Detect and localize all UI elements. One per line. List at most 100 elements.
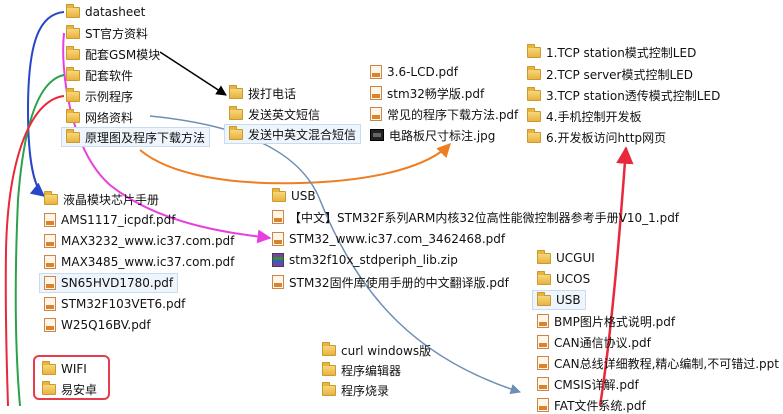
- pdf-file-icon: [537, 335, 549, 349]
- folder-icon: [44, 191, 58, 205]
- file-label: STM32固件库使用手册的中文翻译版.pdf: [289, 275, 509, 290]
- folder-icon: [537, 250, 551, 264]
- folder-gsm-module[interactable]: 配套GSM模块: [66, 45, 160, 63]
- file-max3232[interactable]: MAX3232_www.ic37.com.pdf: [44, 232, 234, 250]
- file-label: stm32畅学版.pdf: [387, 86, 485, 101]
- folder-datasheet[interactable]: datasheet: [66, 3, 145, 21]
- file-firmware-manual[interactable]: STM32固件库使用手册的中文翻译版.pdf: [272, 273, 509, 291]
- folder-icon: [66, 67, 80, 81]
- folder-usb-st[interactable]: USB: [272, 187, 316, 205]
- image-file-icon: [370, 129, 384, 141]
- folder-label: curl windows版: [341, 343, 432, 358]
- pdf-file-icon: [537, 314, 549, 328]
- folder-examples[interactable]: 示例程序: [66, 87, 133, 105]
- folder-label: USB: [291, 189, 316, 203]
- folder-wifi[interactable]: WIFI: [42, 360, 87, 378]
- pdf-file-icon: [370, 65, 382, 79]
- folder-st-official[interactable]: ST官方资料: [66, 24, 148, 42]
- file-stm32f103vet6[interactable]: STM32F103VET6.pdf: [44, 295, 185, 313]
- pdf-file-icon: [272, 275, 284, 289]
- folder-label: 2.TCP server模式控制LED: [546, 67, 694, 82]
- folder-label: 发送英文短信: [248, 107, 321, 122]
- folder-send-en-sms[interactable]: 发送英文短信: [229, 105, 320, 123]
- folder-label: 3.TCP station透传模式控制LED: [546, 88, 721, 103]
- folder-ucos[interactable]: UCOS: [537, 270, 590, 288]
- file-can-protocol[interactable]: CAN通信协议.pdf: [537, 333, 651, 351]
- file-sn65hvd1780[interactable]: SN65HVD1780.pdf: [38, 273, 179, 293]
- pdf-file-icon: [370, 86, 382, 100]
- folder-lcd-chips[interactable]: 液晶模块芯片手册: [44, 190, 159, 208]
- folder-http-access[interactable]: 6.开发板访问http网页: [527, 128, 666, 146]
- folder-label: 网络资料: [85, 110, 134, 125]
- file-lcd-pdf[interactable]: 3.6-LCD.pdf: [370, 63, 458, 81]
- folder-tcp-station[interactable]: 1.TCP station模式控制LED: [527, 43, 696, 61]
- folder-icon: [527, 87, 541, 101]
- file-board-jpg[interactable]: 电路板尺寸标注.jpg: [370, 126, 495, 144]
- file-w25q16bv[interactable]: W25Q16BV.pdf: [44, 316, 151, 334]
- folder-label: 发送中英文混合短信: [248, 127, 357, 142]
- file-stm32-ic37[interactable]: STM32_www.ic37.com_3462468.pdf: [272, 230, 505, 248]
- file-cmsis[interactable]: CMSIS详解.pdf: [537, 375, 639, 393]
- arrow-schematic: [139, 142, 451, 185]
- folder-label: 液晶模块芯片手册: [63, 192, 160, 207]
- folder-icon: [66, 4, 80, 18]
- folder-curl[interactable]: curl windows版: [322, 341, 431, 359]
- file-label: 【中文】STM32F系列ARM内核32位高性能微控制器参考手册V10_1.pdf: [289, 210, 680, 225]
- folder-send-mixed-sms[interactable]: 发送中英文混合短信: [223, 124, 362, 144]
- pdf-file-icon: [370, 107, 382, 121]
- file-fat[interactable]: FAT文件系统.pdf: [537, 396, 646, 414]
- folder-label: 程序烧录: [341, 383, 390, 398]
- file-label: CAN总线详细教程,精心编制,不可错过.ppt: [554, 356, 779, 371]
- folder-easy-android[interactable]: 易安卓: [42, 380, 97, 398]
- file-ref-manual[interactable]: 【中文】STM32F系列ARM内核32位高性能微控制器参考手册V10_1.pdf: [272, 208, 679, 226]
- folder-icon: [322, 342, 336, 356]
- folder-phone-control[interactable]: 4.手机控制开发板: [527, 107, 641, 125]
- folder-icon: [66, 88, 80, 102]
- folder-ucgui[interactable]: UCGUI: [537, 249, 595, 267]
- file-max3485[interactable]: MAX3485_www.ic37.com.pdf: [44, 253, 234, 271]
- folder-icon: [537, 292, 551, 306]
- folder-icon: [322, 362, 336, 376]
- file-label: W25Q16BV.pdf: [61, 318, 151, 332]
- file-label: 3.6-LCD.pdf: [387, 65, 458, 79]
- folder-editor[interactable]: 程序编辑器: [322, 361, 401, 379]
- folder-schematic[interactable]: 原理图及程序下载方法: [60, 127, 211, 147]
- folder-icon: [66, 109, 80, 123]
- arrow-gsm: [159, 51, 227, 96]
- folder-icon: [322, 382, 336, 396]
- pdf-file-icon: [44, 255, 56, 269]
- folder-usb-net[interactable]: USB: [532, 290, 586, 310]
- file-stm32-pdf[interactable]: stm32畅学版.pdf: [370, 84, 484, 102]
- pdf-file-icon: [44, 318, 56, 332]
- file-can-tutorial[interactable]: CAN总线详细教程,精心编制,不可错过.ppt: [537, 354, 779, 372]
- file-label: BMP图片格式说明.pdf: [554, 314, 676, 329]
- folder-label: 程序编辑器: [341, 363, 402, 378]
- pdf-file-icon: [44, 213, 56, 227]
- file-bmp-format[interactable]: BMP图片格式说明.pdf: [537, 312, 675, 330]
- folder-tcp-server[interactable]: 2.TCP server模式控制LED: [527, 65, 693, 83]
- pdf-file-icon: [537, 398, 549, 412]
- file-label: AMS1117_icpdf.pdf: [61, 213, 176, 227]
- file-download-pdf[interactable]: 常见的程序下载方法.pdf: [370, 105, 518, 123]
- folder-software[interactable]: 配套软件: [66, 66, 133, 84]
- folder-icon: [42, 381, 56, 395]
- folder-label: 1.TCP station模式控制LED: [546, 45, 697, 60]
- arrow-datasheet: [26, 11, 65, 197]
- folder-tcp-passthrough[interactable]: 3.TCP station透传模式控制LED: [527, 86, 720, 104]
- folder-icon: [272, 188, 286, 202]
- folder-icon: [229, 106, 243, 120]
- folder-flasher[interactable]: 程序烧录: [322, 381, 389, 399]
- file-ams1117[interactable]: AMS1117_icpdf.pdf: [44, 211, 176, 229]
- folder-icon: [66, 25, 80, 39]
- folder-label: ST官方资料: [85, 26, 148, 41]
- file-label: 常见的程序下载方法.pdf: [387, 107, 519, 122]
- folder-label: 示例程序: [85, 89, 134, 104]
- folder-network[interactable]: 网络资料: [66, 108, 133, 126]
- file-stdperiph-lib[interactable]: stm32f10x_stdperiph_lib.zip: [272, 251, 458, 269]
- folder-call[interactable]: 拨打电话: [229, 84, 296, 102]
- pdf-file-icon: [537, 377, 549, 391]
- pdf-file-icon: [272, 232, 284, 246]
- wifi-highlight-box: [33, 355, 110, 400]
- pdf-file-icon: [272, 210, 284, 224]
- folder-label: WIFI: [61, 362, 87, 376]
